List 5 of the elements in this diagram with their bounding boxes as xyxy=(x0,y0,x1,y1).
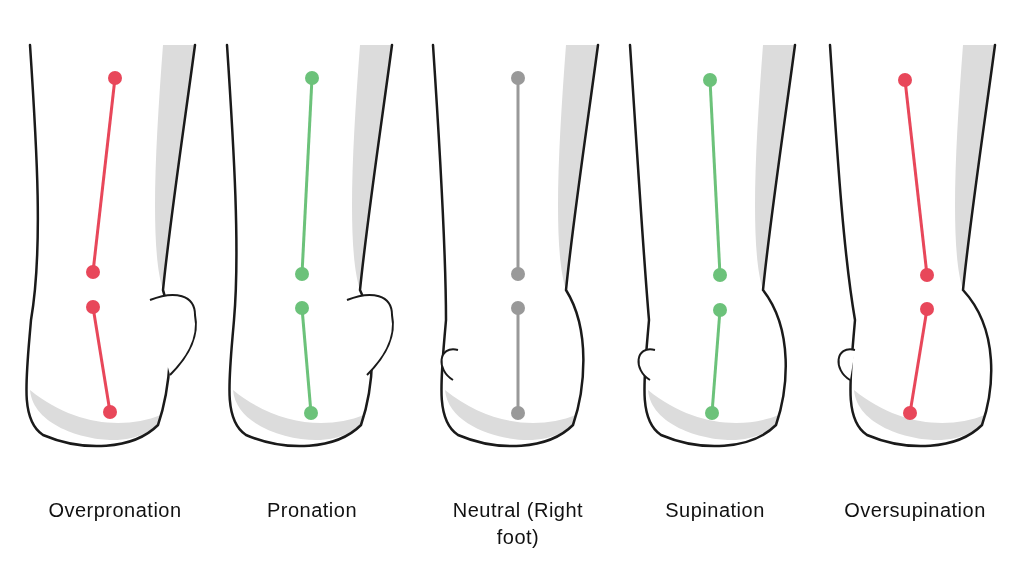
foot-type-label: Supination xyxy=(664,498,766,523)
foot-type-label: Overpronation xyxy=(47,498,183,523)
foot-type-label: Oversupination xyxy=(843,498,987,523)
foot-type-label: Pronation xyxy=(265,498,359,523)
foot-type-label: Neutral (Right foot) xyxy=(451,498,585,550)
